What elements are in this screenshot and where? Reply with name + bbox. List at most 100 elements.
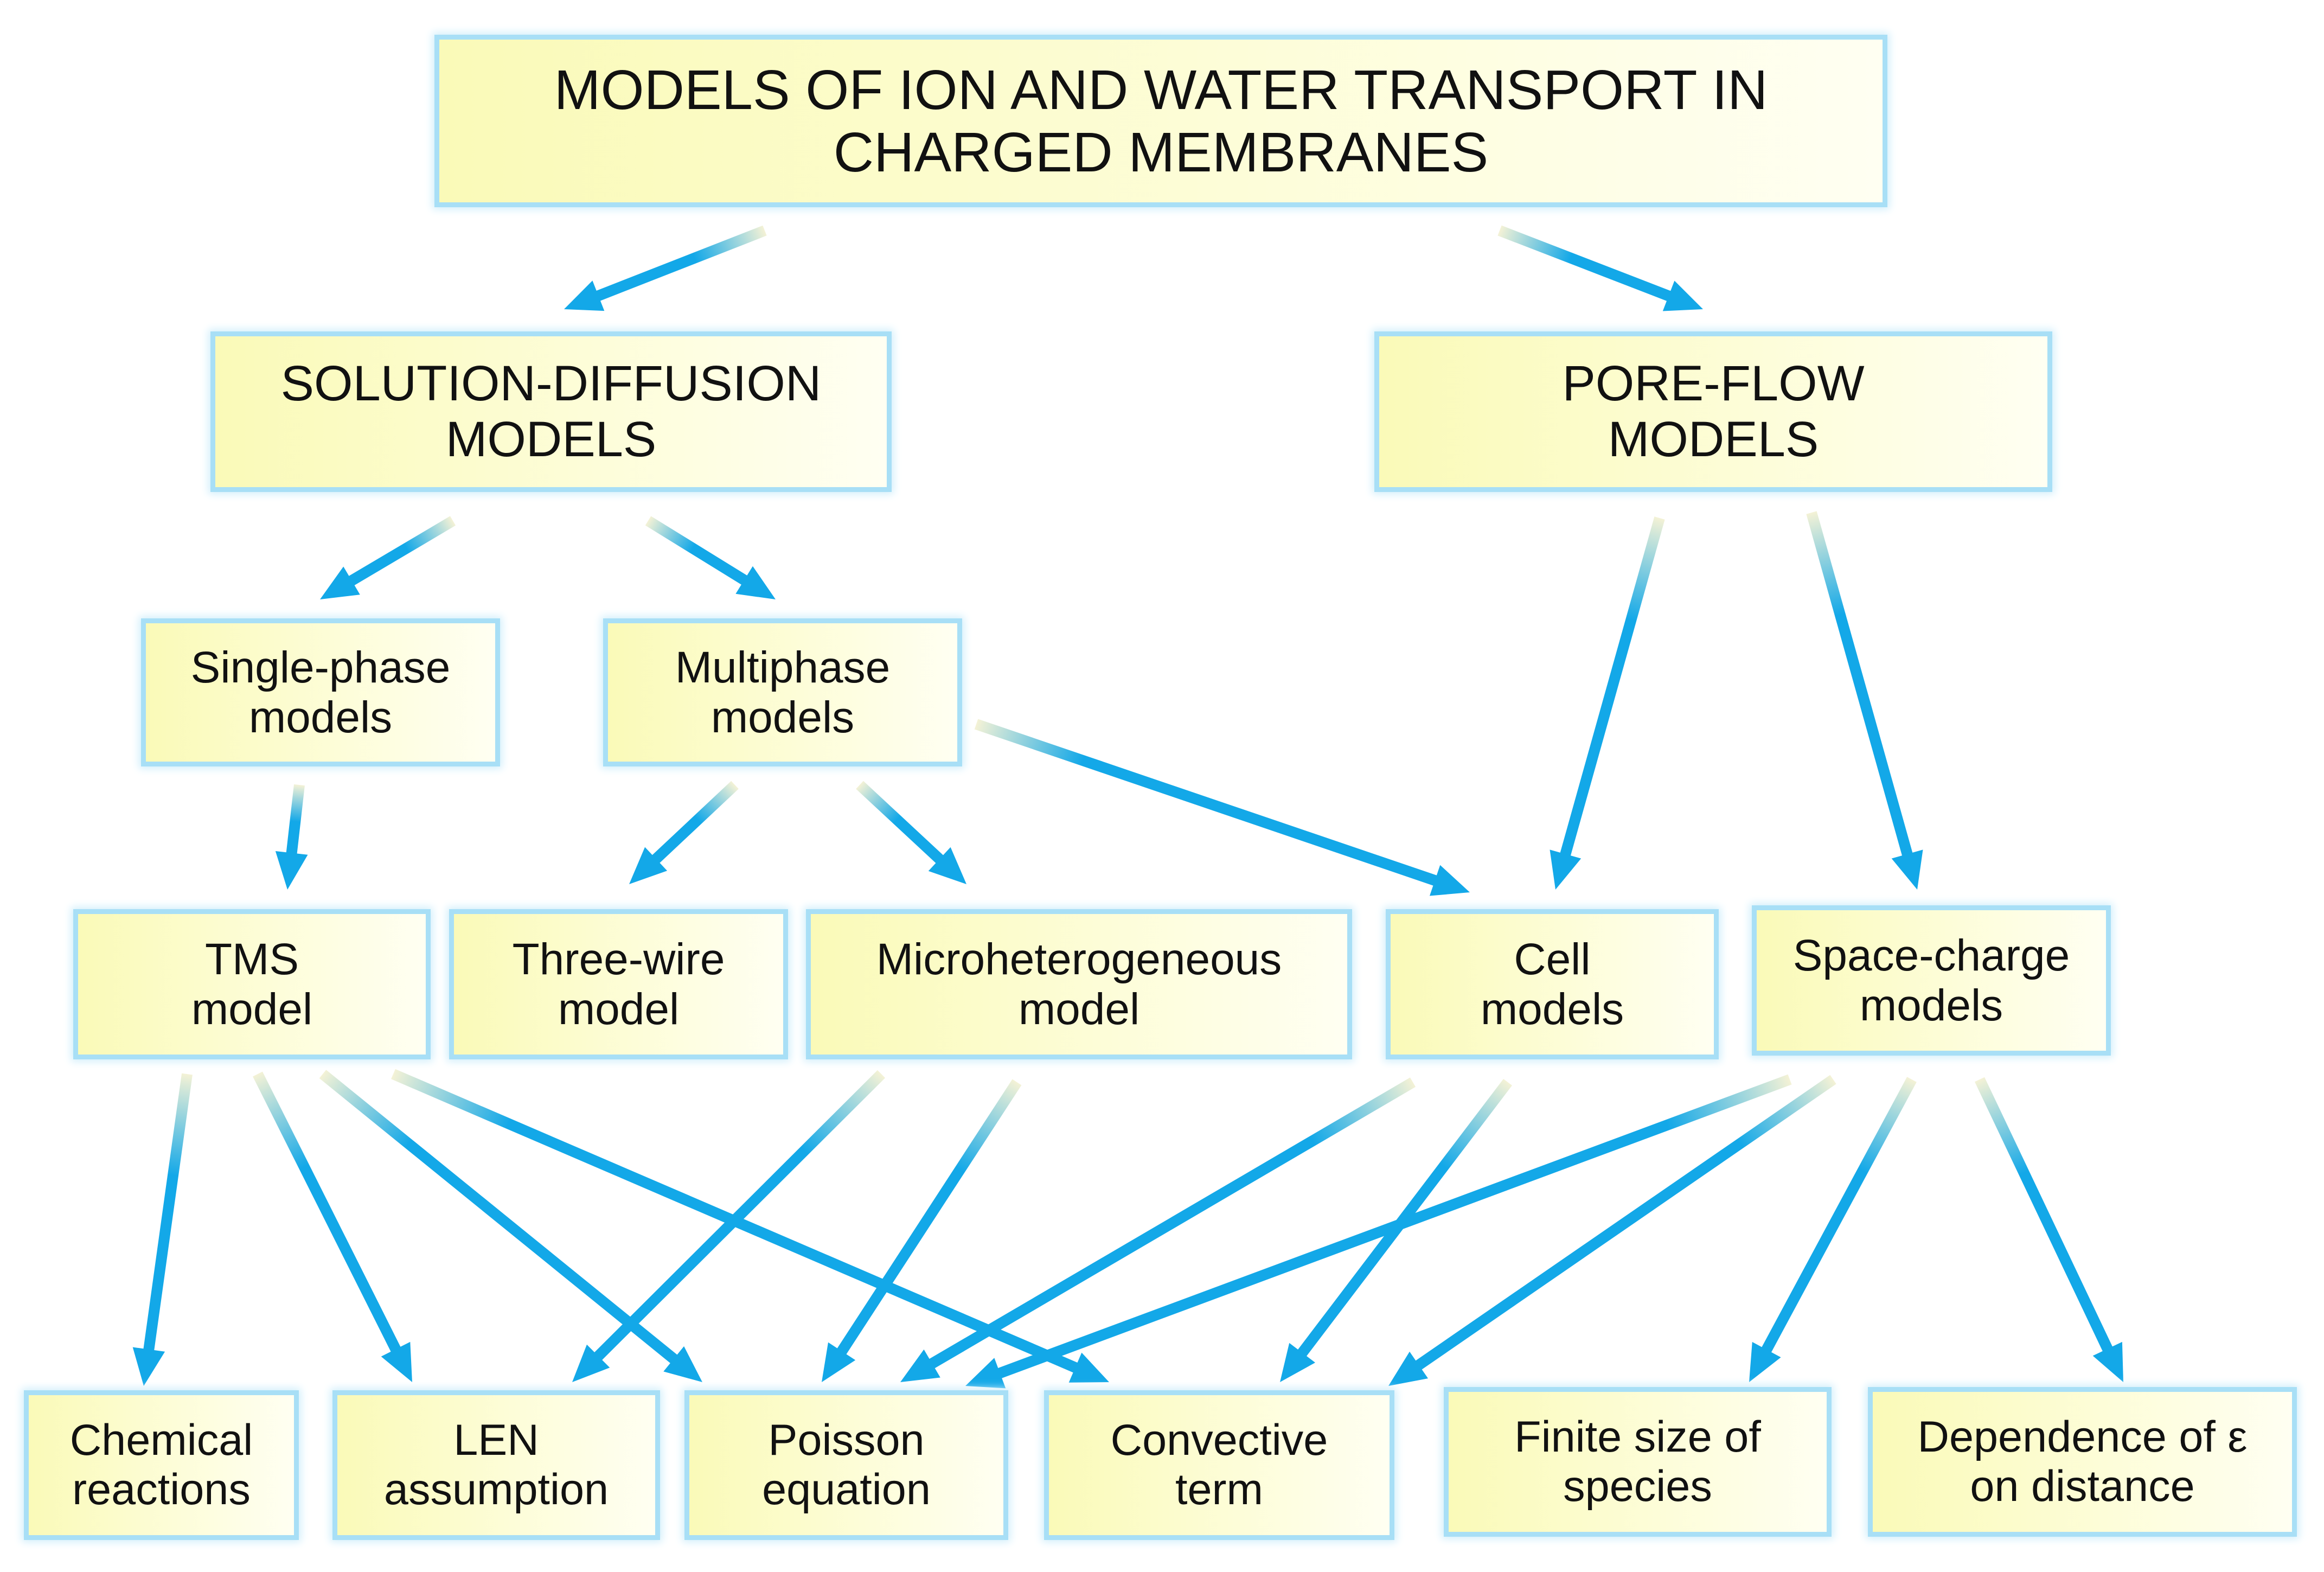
node-three-wire-line2: model — [558, 984, 680, 1034]
arrow-head — [275, 851, 308, 890]
arrow-cell-to-poisson — [900, 1077, 1416, 1382]
node-single-phase-line2: models — [248, 692, 393, 742]
arrow-head — [1550, 849, 1582, 890]
node-convective: Convective term — [1044, 1390, 1394, 1540]
arrow-shaft — [593, 1070, 886, 1362]
arrow-head — [822, 1342, 856, 1382]
arrow-multiphase-to-microheterogeneous — [856, 781, 966, 884]
arrow-shaft — [1414, 1075, 1836, 1371]
arrow-head — [1068, 1352, 1109, 1383]
arrow-shaft — [1974, 1077, 2114, 1353]
arrow-shaft — [645, 516, 749, 586]
arrow-shaft — [996, 1074, 1792, 1379]
arrow-head — [132, 1347, 165, 1386]
node-microheterogeneous-line1: Microheterogeneous — [876, 934, 1282, 984]
arrow-single-phase-to-tms — [275, 784, 308, 890]
arrow-shaft — [1497, 225, 1673, 302]
arrow-head — [564, 280, 605, 311]
node-space-charge: Space-charge models — [1752, 905, 2111, 1056]
node-poisson: Poisson equation — [684, 1390, 1008, 1540]
node-multiphase-line2: models — [710, 692, 855, 742]
arrow-shaft — [286, 784, 305, 856]
node-poisson-line1: Poisson — [768, 1416, 925, 1465]
arrow-head — [965, 1358, 1006, 1389]
node-convective-line2: term — [1175, 1465, 1263, 1514]
arrow-solution-diffusion-to-single-phase — [320, 516, 456, 599]
arrow-head — [572, 1344, 610, 1382]
arrow-head — [1388, 1351, 1428, 1386]
arrow-solution-diffusion-to-multiphase — [645, 516, 776, 599]
node-solution-diffusion: SOLUTION-DIFFUSION MODELS — [210, 331, 892, 492]
node-chemical-reactions: Chemical reactions — [24, 1390, 299, 1540]
arrow-head — [928, 847, 966, 884]
node-three-wire-line1: Three-wire — [512, 934, 725, 984]
arrow-head — [320, 566, 360, 599]
node-tms-line1: TMS — [204, 934, 299, 984]
node-chemical-reactions-line1: Chemical — [69, 1416, 253, 1465]
arrow-root-to-pore-flow — [1497, 225, 1703, 311]
arrow-space-charge-to-convective — [1388, 1075, 1836, 1386]
node-multiphase-line1: Multiphase — [675, 642, 891, 692]
node-dependence: Dependence of ε on distance — [1868, 1387, 2297, 1537]
arrow-head — [663, 1346, 702, 1382]
arrow-shaft — [143, 1073, 193, 1352]
node-space-charge-line1: Space-charge — [1792, 930, 2070, 980]
arrow-tms-to-len — [253, 1071, 412, 1382]
arrow-shaft — [1806, 511, 1913, 858]
node-root: MODELS OF ION AND WATER TRANSPORT IN CHA… — [434, 35, 1887, 207]
node-root-line2: CHARGED MEMBRANES — [833, 121, 1489, 183]
node-solution-diffusion-line2: MODELS — [445, 412, 657, 467]
arrow-head — [1430, 865, 1470, 896]
arrow-shaft — [253, 1071, 402, 1354]
node-finite-size: Finite size of species — [1444, 1387, 1832, 1537]
arrow-head — [1749, 1341, 1781, 1382]
arrow-shaft — [347, 516, 456, 587]
node-finite-size-line2: species — [1563, 1462, 1712, 1511]
node-microheterogeneous: Microheterogeneous model — [806, 909, 1352, 1059]
arrow-head — [629, 847, 668, 884]
node-finite-size-line1: Finite size of — [1514, 1413, 1761, 1462]
arrow-space-charge-to-poisson — [965, 1074, 1792, 1389]
arrow-root-to-solution-diffusion — [564, 225, 767, 311]
arrow-shaft — [1559, 516, 1665, 858]
node-tms: TMS model — [73, 909, 431, 1059]
arrow-shaft — [594, 225, 767, 302]
arrow-shaft — [974, 719, 1439, 886]
arrow-shaft — [650, 781, 739, 865]
arrow-shaft — [836, 1079, 1022, 1356]
node-single-phase: Single-phase models — [141, 618, 500, 766]
node-pore-flow: PORE-FLOW MODELS — [1374, 331, 2052, 492]
arrow-head — [2092, 1341, 2123, 1382]
node-microheterogeneous-line2: model — [1018, 984, 1140, 1034]
arrow-pore-flow-to-cell — [1550, 516, 1665, 890]
node-tms-line2: model — [191, 984, 313, 1034]
arrow-tms-to-convective — [391, 1069, 1109, 1383]
node-space-charge-line2: models — [1859, 980, 2003, 1030]
node-dependence-line1: Dependence of ε — [1917, 1413, 2248, 1462]
node-pore-flow-line1: PORE-FLOW — [1562, 355, 1865, 411]
arrow-head — [735, 566, 776, 599]
node-poisson-line2: equation — [762, 1465, 931, 1514]
node-solution-diffusion-line1: SOLUTION-DIFFUSION — [280, 355, 822, 411]
arrow-pore-flow-to-space-charge — [1806, 511, 1923, 890]
node-cell: Cell models — [1386, 909, 1719, 1059]
arrow-shaft — [927, 1077, 1416, 1370]
arrow-multiphase-to-cell — [974, 719, 1470, 896]
arrow-head — [1280, 1343, 1315, 1382]
arrow-multiphase-to-three-wire — [629, 781, 739, 884]
arrow-shaft — [319, 1070, 679, 1365]
arrow-tms-to-chemical-reactions — [132, 1073, 193, 1386]
node-convective-line1: Convective — [1110, 1416, 1328, 1465]
node-single-phase-line1: Single-phase — [190, 642, 451, 692]
arrow-head — [1891, 849, 1923, 890]
node-len: LEN assumption — [332, 1390, 660, 1540]
arrow-microheterogeneous-to-poisson — [822, 1079, 1022, 1382]
node-chemical-reactions-line2: reactions — [72, 1465, 251, 1514]
node-root-line1: MODELS OF ION AND WATER TRANSPORT IN — [554, 58, 1768, 121]
node-len-line1: LEN — [453, 1416, 539, 1465]
node-multiphase: Multiphase models — [603, 618, 962, 766]
node-cell-line2: models — [1480, 984, 1624, 1034]
arrow-head — [381, 1341, 412, 1382]
